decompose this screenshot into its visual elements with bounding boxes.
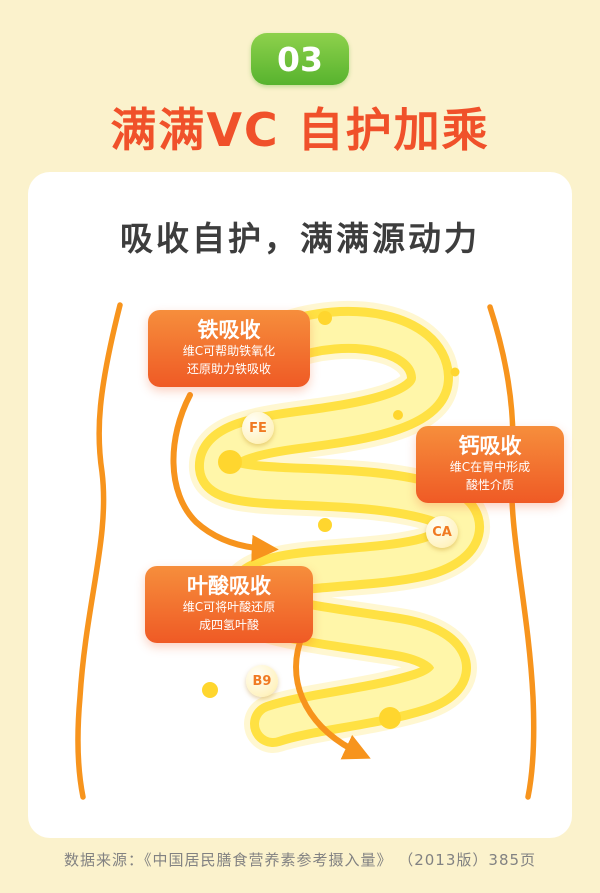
callout-iron-line1: 维C可帮助铁氧化 xyxy=(182,344,276,359)
body-outline-right-icon xyxy=(487,304,537,800)
callout-iron-absorption: 铁吸收 维C可帮助铁氧化 还原助力铁吸收 xyxy=(148,310,310,388)
callout-folate-line1: 维C可将叶酸还原 xyxy=(182,600,276,615)
fe-bubble: FE xyxy=(242,412,274,444)
section-title: 满满VC 自护加乘 xyxy=(110,103,490,157)
flow-arrow-top-icon xyxy=(170,392,279,562)
b9-bubble-label: B9 xyxy=(252,673,272,689)
fe-bubble-label: FE xyxy=(249,420,267,436)
callout-iron-line2: 还原助力铁吸收 xyxy=(186,361,271,376)
callout-folate-line2: 成四氢叶酸 xyxy=(198,617,259,632)
ca-bubble: CA xyxy=(426,516,458,548)
intestine-illustration: 铁吸收 维C可帮助铁氧化 还原助力铁吸收 钙吸收 维C在胃中形成 酸性介质 叶酸… xyxy=(28,172,572,838)
step-number: 03 xyxy=(277,39,323,79)
card-title: 吸收自护，满满源动力 xyxy=(120,219,480,258)
callout-calcium-line2: 酸性介质 xyxy=(465,477,514,492)
ca-bubble-label: CA xyxy=(432,524,452,540)
content-card: 吸收自护，满满源动力 xyxy=(28,172,572,838)
flow-arrow-bottom-icon xyxy=(293,639,371,760)
nutrient-dots-icon xyxy=(202,311,460,729)
callout-calcium-line1: 维C在胃中形成 xyxy=(449,460,531,475)
callout-iron-title: 铁吸收 xyxy=(197,318,261,342)
callout-calcium-title: 钙吸收 xyxy=(458,434,522,458)
data-source-footnote: 数据来源：《中国居民膳食营养素参考摄入量》 （2013版）385页 xyxy=(63,851,537,869)
step-number-badge: 03 xyxy=(251,33,349,85)
body-outline-left-icon xyxy=(75,302,123,800)
illustration-canvas xyxy=(75,300,537,800)
b9-bubble: B9 xyxy=(246,665,278,697)
callout-folate-title: 叶酸吸收 xyxy=(187,574,271,598)
callout-calcium-absorption: 钙吸收 维C在胃中形成 酸性介质 xyxy=(416,426,564,504)
callout-folate-absorption: 叶酸吸收 维C可将叶酸还原 成四氢叶酸 xyxy=(145,566,313,644)
intestine-shape-icon xyxy=(189,300,490,753)
